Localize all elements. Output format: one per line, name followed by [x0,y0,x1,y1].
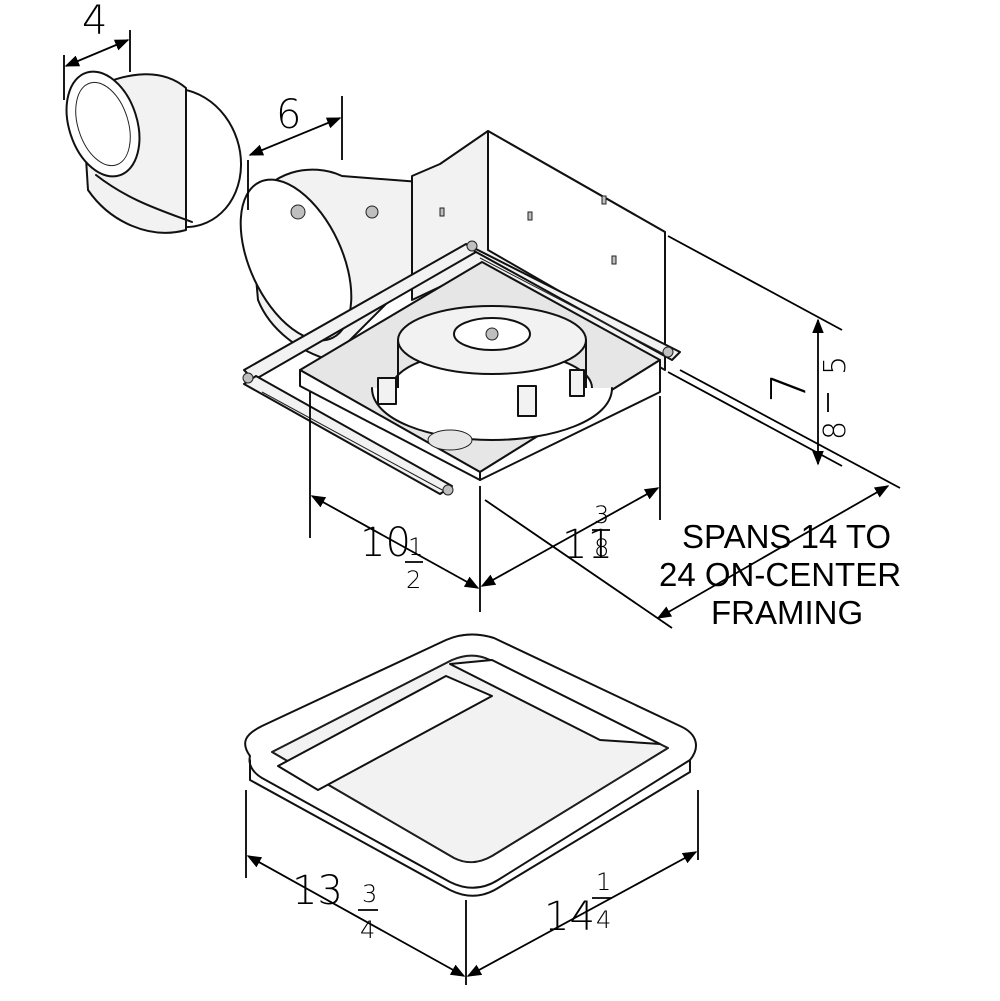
dimension-4: 4 [63,0,131,100]
blower-wheel [371,305,613,451]
housing-depth-num: 3 [594,501,609,529]
dimension-framing-span [484,369,901,629]
dimension-6: 6 [247,92,343,210]
spans-framing-note: SPANS 14 TO 24 ON-CENTER FRAMING [659,518,901,631]
grille-depth-whole: 14 [544,894,595,940]
height-whole: 7 [761,372,817,403]
grille-depth-den: 4 [596,906,611,934]
grille-width-whole: 13 [292,868,343,914]
note-line-1: SPANS 14 TO [682,518,891,555]
note-line-2: 24 ON-CENTER [659,556,901,593]
note-line-3: FRAMING [711,594,863,631]
duct-collar-6in [239,168,421,361]
height-num: 5 [818,356,853,375]
grille-depth-num: 1 [596,868,611,896]
housing-width-num: 1 [408,533,423,561]
grille-width-num: 3 [362,880,377,908]
housing-depth-den: 8 [594,534,609,562]
dimension-housing-width: 10 1 2 [309,392,481,612]
height-den: 8 [818,421,853,440]
dimension-height: 7 5 8 [667,235,853,467]
housing-width-whole: 10 [360,520,411,566]
housing-width-den: 2 [406,566,421,594]
dimension-grille-width: 13 3 4 [245,790,467,985]
fan-housing [242,130,681,496]
grille-width-den: 4 [360,916,375,944]
grille [244,633,697,897]
duct-adapter-4in [65,70,243,234]
duct-small-label: 4 [82,0,107,44]
duct-large-label: 6 [276,92,301,138]
dimension-grille-depth: 14 1 4 [466,790,699,977]
